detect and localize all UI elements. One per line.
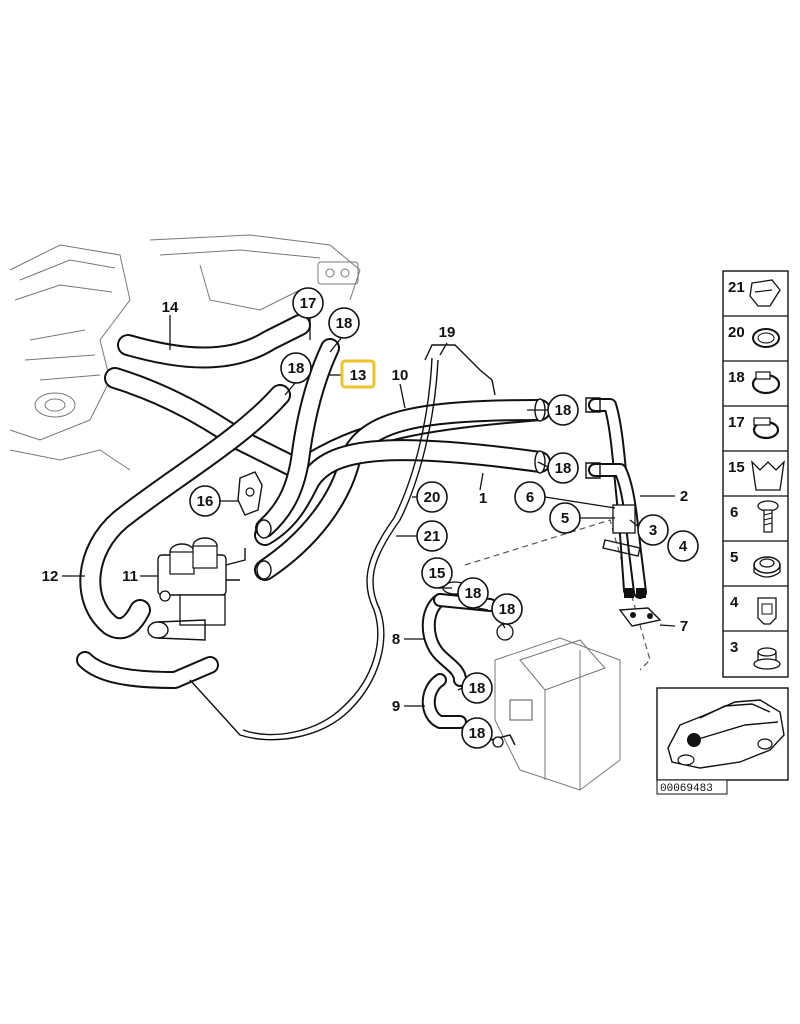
callout-4: 4	[679, 538, 688, 555]
water-valve-illustration	[147, 537, 246, 641]
legend-label-6: 6	[730, 504, 738, 521]
callout-12: 12	[42, 568, 59, 585]
legend-label-3: 3	[730, 639, 738, 656]
callout-10: 10	[392, 367, 409, 384]
legend-label-5: 5	[730, 549, 738, 566]
callout-18-f: 18	[499, 601, 516, 618]
pipe-20-21-inner	[242, 357, 433, 736]
car-thumbnail: 00069483	[656, 687, 789, 795]
callout-11: 11	[122, 568, 138, 585]
callout-15: 15	[429, 565, 446, 582]
plug-icon	[753, 647, 781, 670]
heater-pipe-assembly	[585, 397, 662, 627]
callout-18-d: 18	[555, 460, 572, 477]
callout-18-b: 18	[288, 360, 305, 377]
callout-2: 2	[680, 488, 688, 505]
callout-14: 14	[162, 299, 179, 316]
legend-label-15: 15	[728, 459, 745, 476]
legend-label-21: 21	[728, 279, 745, 296]
highlight-spot-icon	[687, 733, 701, 747]
callout-19: 19	[439, 324, 456, 341]
legend-label-18: 18	[728, 369, 745, 386]
nut-clip-icon	[757, 597, 777, 625]
hoses	[76, 314, 551, 689]
callout-21: 21	[424, 528, 441, 545]
legend-label-17: 17	[728, 414, 745, 431]
callout-6: 6	[526, 489, 534, 506]
callout-20: 20	[424, 489, 441, 506]
screw-icon	[757, 500, 779, 533]
callout-9: 9	[392, 698, 400, 715]
callouts: 14 17 18 18 13 10 19 18 18 1 20 21 6 5 3…	[42, 287, 699, 749]
callout-1: 1	[479, 490, 487, 507]
callout-8: 8	[392, 631, 400, 648]
pipe-19-bracket	[424, 344, 496, 396]
legend-label-20: 20	[728, 324, 745, 341]
callout-17: 17	[300, 295, 317, 312]
callout-18-e: 18	[465, 585, 482, 602]
engine-block-illustration	[9, 234, 361, 471]
callout-18-g: 18	[469, 680, 486, 697]
highlight-box	[340, 359, 376, 389]
bracket-illustration	[237, 471, 263, 516]
reference-number: 00069483	[660, 783, 713, 795]
parts-legend-sidebar: 21 20 18 17 15 6 5 4 3	[722, 270, 789, 678]
hose-clamp-icon	[752, 328, 780, 348]
callout-18-a: 18	[336, 315, 353, 332]
clip-icon	[749, 279, 781, 307]
callout-16: 16	[197, 493, 214, 510]
hose-8-9	[421, 581, 514, 748]
callout-18-c: 18	[555, 402, 572, 419]
callout-3: 3	[649, 522, 657, 539]
grommet-icon	[753, 556, 781, 578]
callout-7: 7	[680, 618, 688, 635]
callout-18-h: 18	[469, 725, 486, 742]
legend-label-4: 4	[730, 594, 739, 611]
leader-lines	[62, 315, 676, 741]
auxiliary-unit-illustration	[489, 637, 621, 791]
callout-13[interactable]: 13	[350, 367, 367, 384]
callout-5: 5	[561, 510, 569, 527]
hose-bracket-icon	[751, 460, 785, 491]
pipe-20-21	[189, 359, 439, 741]
